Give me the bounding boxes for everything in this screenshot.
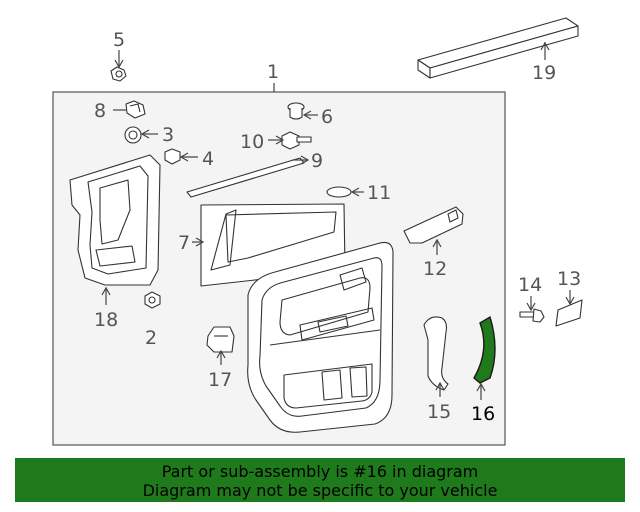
callout-9: 9 [311, 150, 323, 172]
leader-4-arrow [179, 152, 189, 162]
part-17-clip [206, 326, 235, 353]
callout-19: 19 [532, 62, 556, 84]
callout-14: 14 [518, 274, 542, 296]
leader-9-arrow [300, 155, 310, 165]
info-banner: Part or sub-assembly is #16 in diagram D… [15, 458, 625, 502]
banner-line-1: Part or sub-assembly is #16 in diagram [161, 462, 479, 481]
part-5-bolt [110, 66, 127, 82]
part-10-bolt [281, 131, 312, 150]
leader-17-arrow [216, 349, 226, 359]
part-2-pin [144, 291, 161, 309]
callout-17: 17 [208, 369, 232, 391]
callout-5: 5 [113, 29, 125, 51]
leader-19-arrow [540, 41, 550, 51]
leader-13-arrow [565, 296, 575, 306]
part-15-pull-handle [423, 316, 449, 391]
part-19-trim-strip [417, 17, 579, 79]
leader-14-arrow [526, 302, 536, 312]
leader-15-arrow [435, 381, 445, 391]
leader-7-arrow [195, 237, 205, 247]
part-11-badge [326, 186, 352, 198]
callout-12: 12 [423, 258, 447, 280]
callout-6: 6 [321, 106, 333, 128]
callout-13: 13 [557, 268, 581, 290]
leader-3-arrow [140, 129, 150, 139]
part-3-grommet [124, 126, 142, 144]
part-1-door-trim-panel [247, 241, 394, 433]
callout-4: 4 [202, 148, 214, 170]
callout-15: 15 [427, 401, 451, 423]
leader-10-arrow [275, 135, 285, 145]
callout-16: 16 [471, 403, 495, 425]
part-8-clip [125, 100, 146, 119]
part-14-bolt [519, 308, 545, 323]
callout-18: 18 [94, 309, 118, 331]
banner-line-2: Diagram may not be specific to your vehi… [142, 481, 498, 500]
callout-8: 8 [94, 100, 106, 122]
part-13-plate [555, 299, 583, 327]
leader-18-arrow [101, 286, 111, 296]
part-6-plug [287, 102, 305, 120]
callout-11: 11 [367, 182, 391, 204]
leader-12-arrow [432, 238, 442, 248]
callout-3: 3 [162, 124, 174, 146]
callout-7: 7 [178, 232, 190, 254]
part-12-bracket [403, 206, 464, 244]
part-16-highlighted [473, 315, 496, 384]
leader-11-arrow [350, 187, 360, 197]
part-4-screw [164, 148, 181, 165]
part-9-strip [186, 157, 305, 198]
leader-6-arrow [302, 110, 312, 120]
callout-10: 10 [240, 131, 264, 153]
callout-2: 2 [145, 327, 157, 349]
callout-1: 1 [267, 61, 279, 83]
leader-16-arrow [476, 382, 486, 392]
leader-5-arrow [114, 59, 124, 69]
part-18-inner-panel [69, 154, 161, 286]
